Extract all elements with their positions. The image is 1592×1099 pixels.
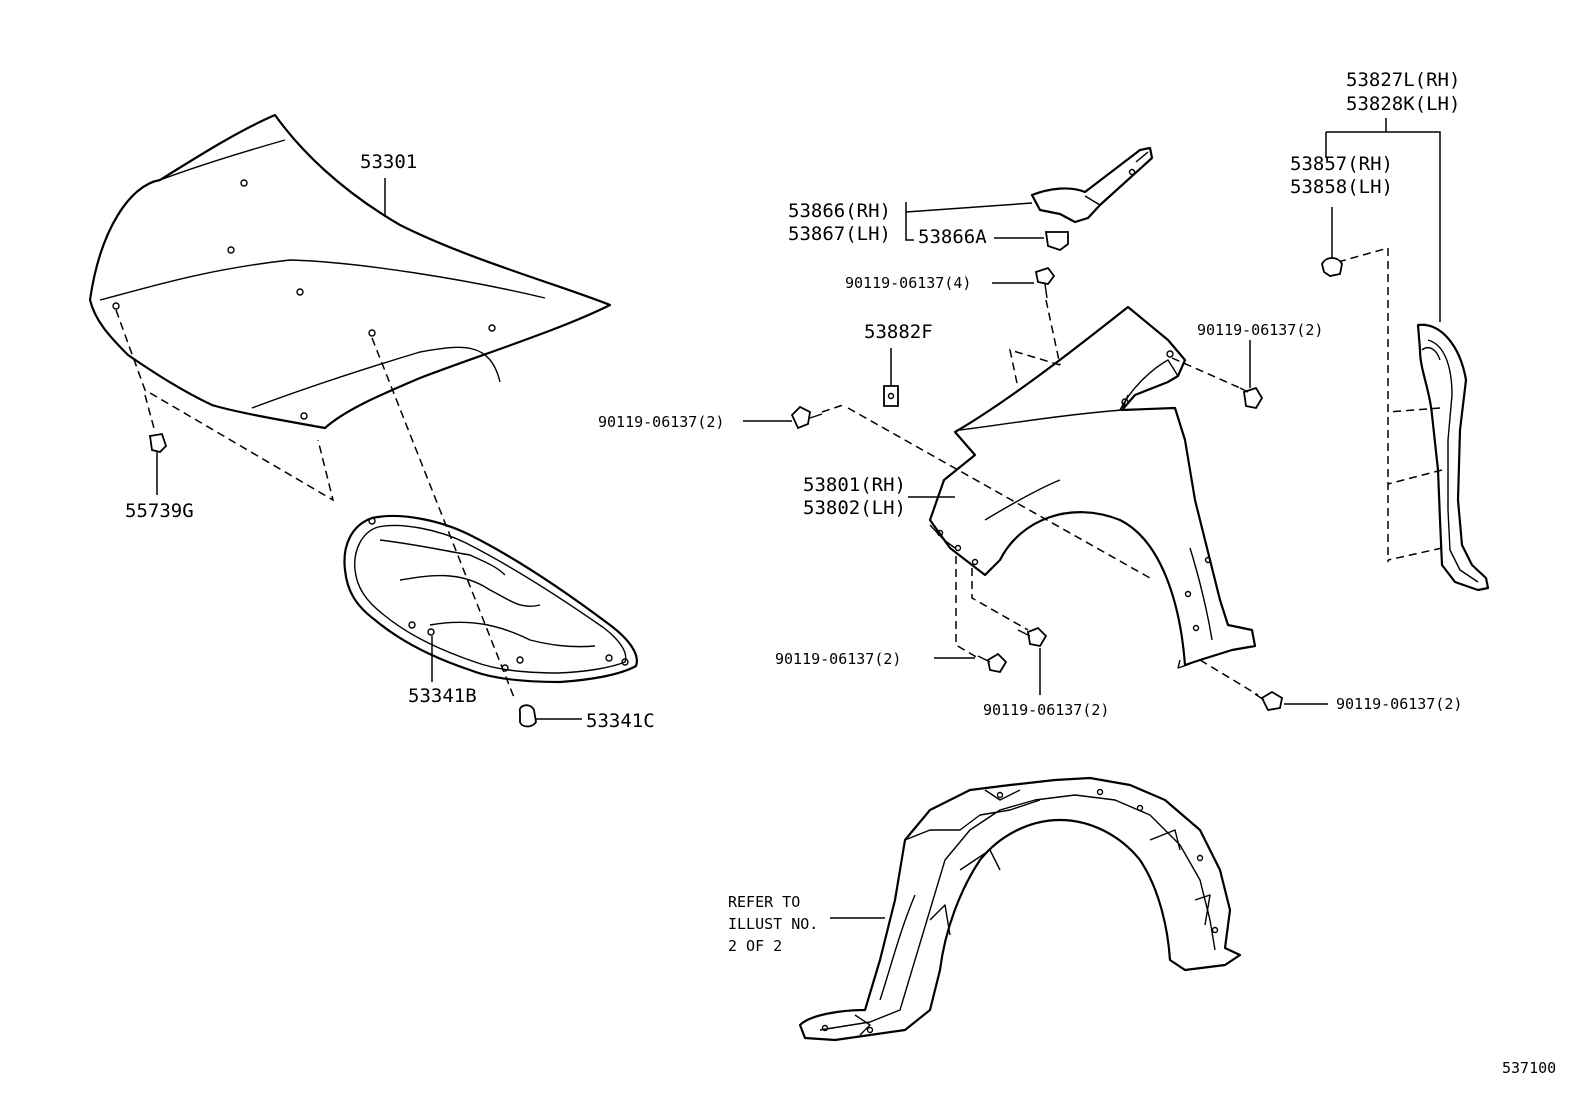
label-bolt-left: 90119-06137(2) [598,413,724,431]
label-refer-line3: 2 OF 2 [728,937,782,955]
label-bolt-lower-right: 90119-06137(2) [1336,695,1462,713]
label-hood-clip: 55739G [125,500,194,522]
label-bracket-lh: 53867(LH) [788,223,891,245]
page-code: 537100 [1502,1059,1556,1077]
label-seal-rh: 53827L(RH) [1346,69,1460,91]
bolt-lower-b [1017,626,1048,648]
label-bolt-upper-right: 90119-06137(2) [1197,321,1323,339]
label-refer-line1: REFER TO [728,893,800,911]
label-bracket-clip: 53866A [918,226,987,248]
retainer [883,385,899,407]
bolt-4 [1034,266,1056,299]
label-insulator-clip: 53341C [586,710,655,732]
label-retainer: 53882F [864,321,933,343]
bolt-lower-a [977,652,1008,674]
bracket-clip [1044,231,1069,252]
label-refer-line2: ILLUST NO. [728,915,818,933]
label-fender-rh: 53801(RH) [803,474,906,496]
label-bolt-4: 90119-06137(4) [845,274,971,292]
label-hood-insulator: 53341B [408,685,477,707]
insulator-clip [518,704,537,728]
label-bracket-rh: 53866(RH) [788,200,891,222]
bolt-lower-right [1254,690,1284,711]
fender-seal [1416,323,1490,592]
fender-bracket [1030,146,1154,224]
label-clip-rh: 53857(RH) [1290,153,1393,175]
label-bolt-lower-a: 90119-06137(2) [775,650,901,668]
bolt-upper-right [1239,386,1264,410]
label-clip-lh: 53858(LH) [1290,176,1393,198]
label-hood: 53301 [360,151,417,173]
fender-liner [798,776,1242,1042]
hood-clip [148,432,168,453]
label-seal-lh: 53828K(LH) [1346,93,1460,115]
bolt-left [790,405,823,430]
hood-insulator [343,514,638,684]
hood [88,113,612,430]
label-fender-lh: 53802(LH) [803,497,906,519]
seal-clip [1321,257,1343,277]
front-fender [928,305,1257,669]
label-bolt-lower-b: 90119-06137(2) [983,701,1109,719]
